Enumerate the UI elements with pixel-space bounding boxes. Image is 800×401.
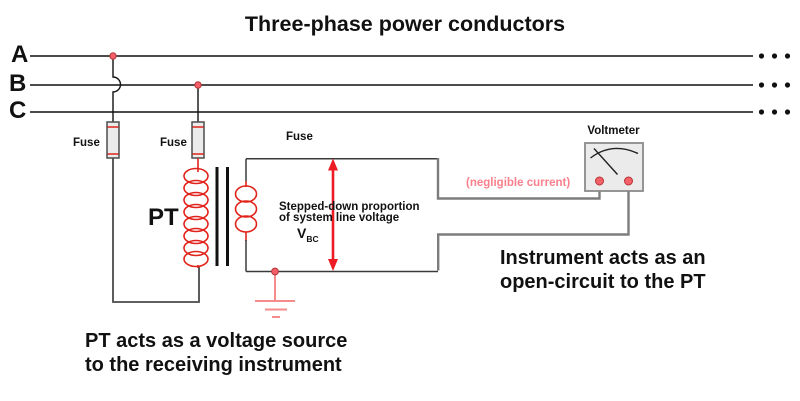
stepped-down-note-line2: of system line voltage <box>279 211 400 224</box>
instrument-caption: Instrument acts as an open-circuit to th… <box>500 246 706 294</box>
voltage-symbol-letter: V <box>297 225 307 241</box>
voltage-span-arrow-icon <box>328 158 338 271</box>
phase-b-fuse-label: Fuse <box>160 137 187 149</box>
pt-caption: PT acts as a voltage source to the recei… <box>85 329 347 377</box>
voltmeter-lower-lead <box>437 184 630 271</box>
voltage-symbol-subscript: BC <box>306 234 319 244</box>
phase-a-fuse-icon <box>106 121 120 159</box>
primary-return-wire <box>112 158 200 303</box>
negligible-current-note: (negligible current) <box>466 177 571 189</box>
voltmeter-needle <box>593 148 619 175</box>
pt-secondary-coil-icon <box>234 158 258 272</box>
pt-primary-coil-icon <box>183 158 209 268</box>
diagram-title: Three-phase power conductors <box>244 12 566 36</box>
continuation-dots-icon <box>758 53 791 115</box>
phase-a-tap-wire <box>112 59 122 122</box>
phase-a-fuse-label: Fuse <box>73 137 100 149</box>
phase-conductors <box>30 55 753 113</box>
stepped-down-note: Stepped-down proportion of system line v… <box>279 202 420 223</box>
instrument-caption-line2: open-circuit to the PT <box>500 271 706 293</box>
phase-b-fuse-icon <box>191 121 205 159</box>
stepped-down-note-line1: Stepped-down proportion <box>279 201 420 213</box>
voltmeter-terminal-right <box>624 176 633 186</box>
phase-b-junction-dot <box>194 81 202 89</box>
voltage-symbol: VBC <box>297 225 319 243</box>
pt-caption-line1: PT acts as a voltage source <box>85 330 348 352</box>
phase-b-label: B <box>9 70 27 97</box>
secondary-fuse-label: Fuse <box>286 131 313 143</box>
voltmeter-scale-arc <box>590 147 639 159</box>
voltmeter-label: Voltmeter <box>587 125 640 137</box>
ground-junction-dot <box>271 267 279 276</box>
pt-caption-line2: to the receiving instrument <box>85 354 342 376</box>
phase-a-junction-dot <box>109 52 117 60</box>
phase-c-label: C <box>9 97 27 124</box>
phase-a-label: A <box>11 41 29 68</box>
pt-label: PT <box>148 204 179 231</box>
ground-icon <box>255 275 295 318</box>
voltmeter-terminal-left <box>595 176 604 186</box>
instrument-caption-line1: Instrument acts as an <box>500 247 706 269</box>
voltmeter-icon <box>584 142 644 192</box>
pt-core-icon <box>215 167 229 266</box>
